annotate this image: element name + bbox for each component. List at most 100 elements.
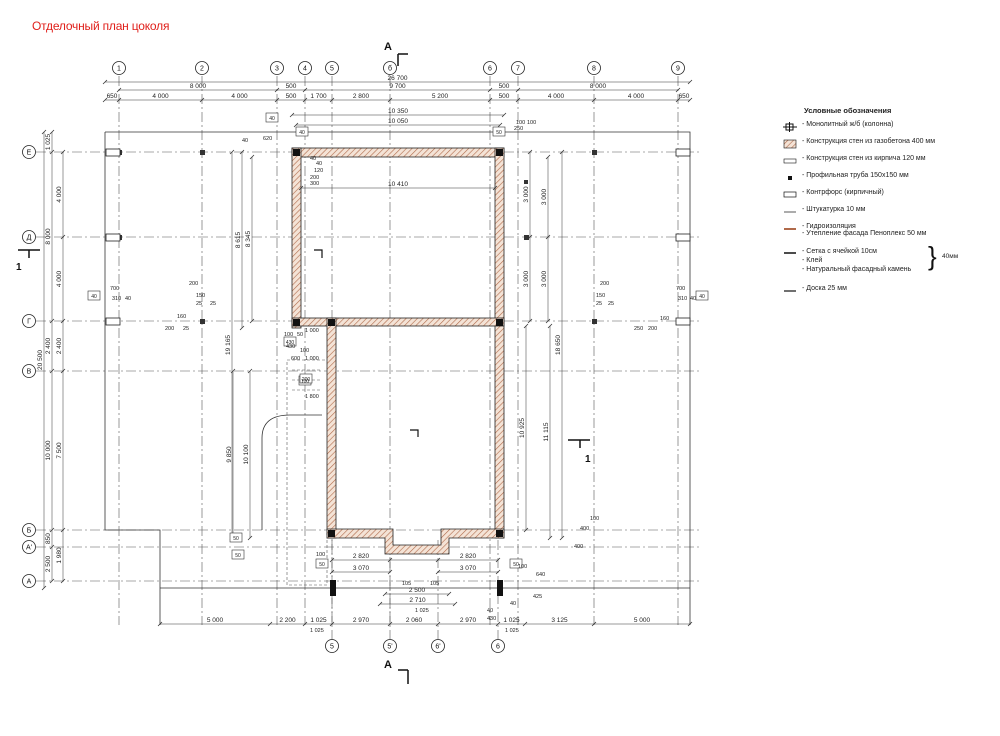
dim-small-label: 1 000 bbox=[305, 356, 319, 362]
dim-row1: 500 bbox=[286, 83, 297, 90]
dim-row2: 5 200 bbox=[432, 93, 449, 100]
dim-small-label: 310 bbox=[112, 296, 121, 302]
axis-bubble-top: б bbox=[383, 61, 397, 75]
dim-row2: 4 000 bbox=[548, 93, 565, 100]
dim-bottom-inner: 3 070 bbox=[353, 565, 370, 572]
dim-small-label: 100 bbox=[300, 348, 309, 354]
axis-bubble-bottom: 6 bbox=[491, 639, 505, 653]
axis-bubble-bottom: 5' bbox=[383, 639, 397, 653]
dim-small-label: 100 bbox=[316, 552, 325, 558]
dim-inner: 10 050 bbox=[388, 118, 408, 125]
buttress-icon bbox=[783, 190, 797, 198]
dim-small-label: 150 bbox=[196, 293, 205, 299]
dim-small-label: 430 bbox=[487, 616, 496, 622]
dim-small-label: 40 bbox=[316, 161, 322, 167]
svg-text:9: 9 bbox=[676, 66, 680, 73]
legend-title: Условные обозначения bbox=[804, 106, 892, 115]
svg-text:Б: Б bbox=[27, 528, 32, 535]
axis-bubble-top: 1 bbox=[112, 61, 126, 75]
dim-row2: 1 700 bbox=[310, 93, 327, 100]
dim-right: 3 000 bbox=[523, 270, 530, 287]
dim-small-label: 50 bbox=[297, 332, 303, 338]
legend-item-label: - Гидроизоляция- Утепление фасада Пенопл… bbox=[802, 223, 927, 237]
axis-bubble-top: 3 bbox=[270, 61, 284, 75]
svg-text:А: А bbox=[27, 579, 32, 586]
axis-bubble-left: В bbox=[22, 364, 36, 378]
dim-small-label: 160 bbox=[177, 314, 186, 320]
dim-inner: 10 410 bbox=[388, 181, 408, 188]
dim-small-label: 1 025 bbox=[415, 608, 429, 614]
dim-box-label: 40 bbox=[91, 294, 97, 300]
dim-bottom: 2 200 bbox=[279, 617, 296, 624]
dim-small-label: 200 bbox=[600, 281, 609, 287]
section-mark-left: 1 bbox=[16, 262, 22, 273]
dim-small-label: 250 bbox=[514, 126, 523, 132]
dim-left-inner: 8 345 bbox=[245, 230, 252, 247]
drawing-title: Отделочный план цоколя bbox=[32, 19, 170, 33]
dim-box-label: 50 bbox=[513, 562, 519, 568]
svg-text:Д: Д bbox=[27, 235, 32, 242]
dim-right: 11 115 bbox=[543, 422, 550, 441]
dim-small-label: 100 bbox=[284, 332, 293, 338]
dim-small-label: 200 bbox=[648, 326, 657, 332]
dim-bottom: 1 025 bbox=[310, 617, 327, 624]
dim-box-label: 40 bbox=[269, 116, 275, 122]
dim-small-label: 25 bbox=[608, 301, 614, 307]
dim-box-label: 50 bbox=[233, 536, 239, 542]
dim-small-label: 700 bbox=[110, 286, 119, 292]
dim-left: 10 000 bbox=[45, 440, 52, 460]
dim-box-label: 40 bbox=[699, 294, 705, 300]
svg-text:Г: Г bbox=[27, 319, 31, 326]
dim-bottom-inner: 3 070 bbox=[460, 565, 477, 572]
dim-box-label: 40 bbox=[299, 130, 305, 136]
dim-right: 3 000 bbox=[541, 270, 548, 287]
dim-small-label: 200 bbox=[189, 281, 198, 287]
svg-text:6: 6 bbox=[496, 644, 500, 651]
svg-text:б: б bbox=[388, 65, 392, 73]
dim-small-label: 105 bbox=[430, 581, 439, 587]
dim-left-inner: 9 850 bbox=[226, 446, 233, 463]
dim-small-label: 40 bbox=[242, 138, 248, 144]
board-icon bbox=[783, 286, 797, 293]
legend-item-pipe: - Профильная труба 150х150 мм bbox=[780, 172, 980, 189]
dim-row2: 650 bbox=[107, 93, 118, 100]
section-mark-top: А bbox=[384, 41, 392, 53]
dim-left: 1 980 bbox=[56, 547, 63, 564]
dim-left: 7 500 bbox=[56, 442, 63, 459]
svg-text:2: 2 bbox=[200, 66, 204, 73]
dim-right: 18 650 bbox=[555, 335, 562, 355]
legend-item-buttress: - Контрфорс (кирпичный) bbox=[780, 189, 980, 206]
dim-box-label: 200 bbox=[302, 377, 311, 383]
hatch-icon bbox=[783, 139, 797, 149]
dim-box-label: 50 bbox=[235, 553, 241, 559]
dim-left: 4 000 bbox=[56, 186, 63, 203]
axis-bubble-left: Д bbox=[22, 230, 36, 244]
dim-bottom: 1 025 bbox=[503, 617, 520, 624]
legend-item-label: - Конструкция стен из газобетона 400 мм bbox=[802, 138, 936, 145]
dim-small-label: 300 bbox=[310, 181, 319, 187]
dim-bottom-inner: 2 710 bbox=[409, 597, 426, 604]
axis-bubble-left: А' bbox=[22, 540, 36, 554]
legend-item-column: - Монолитный ж/б (колонна) bbox=[780, 121, 980, 138]
dim-left: 850 bbox=[45, 533, 52, 544]
dim-small-label: 105 bbox=[402, 581, 411, 587]
axis-bubble-left: А bbox=[22, 574, 36, 588]
dim-box-label: 430 bbox=[286, 340, 295, 346]
brace-icon: } bbox=[928, 241, 937, 271]
dim-row2: 2 800 bbox=[353, 93, 370, 100]
dim-small-label: 100 bbox=[590, 516, 599, 522]
axis-bubble-bottom: 5 bbox=[325, 639, 339, 653]
dim-bottom-inner: 2 820 bbox=[460, 553, 477, 560]
legend-item-label: - Штукатурка 10 мм bbox=[802, 206, 866, 213]
dim-small-label: 40 bbox=[487, 608, 493, 614]
dim-small-label: 1 800 bbox=[305, 394, 319, 400]
legend: Условные обозначения - Монолитный ж/б (к… bbox=[780, 106, 980, 302]
dim-left: 4 000 bbox=[56, 270, 63, 287]
brick-icon bbox=[783, 156, 797, 164]
dim-right: 10 925 bbox=[519, 418, 526, 438]
dim-small-label: 200 bbox=[310, 175, 319, 181]
dim-small-label: 100 bbox=[518, 564, 527, 570]
dim-small-label: 640 bbox=[536, 572, 545, 578]
dim-small-label: 1 025 bbox=[310, 628, 324, 634]
legend-item-label: - Доска 25 мм bbox=[802, 285, 847, 292]
